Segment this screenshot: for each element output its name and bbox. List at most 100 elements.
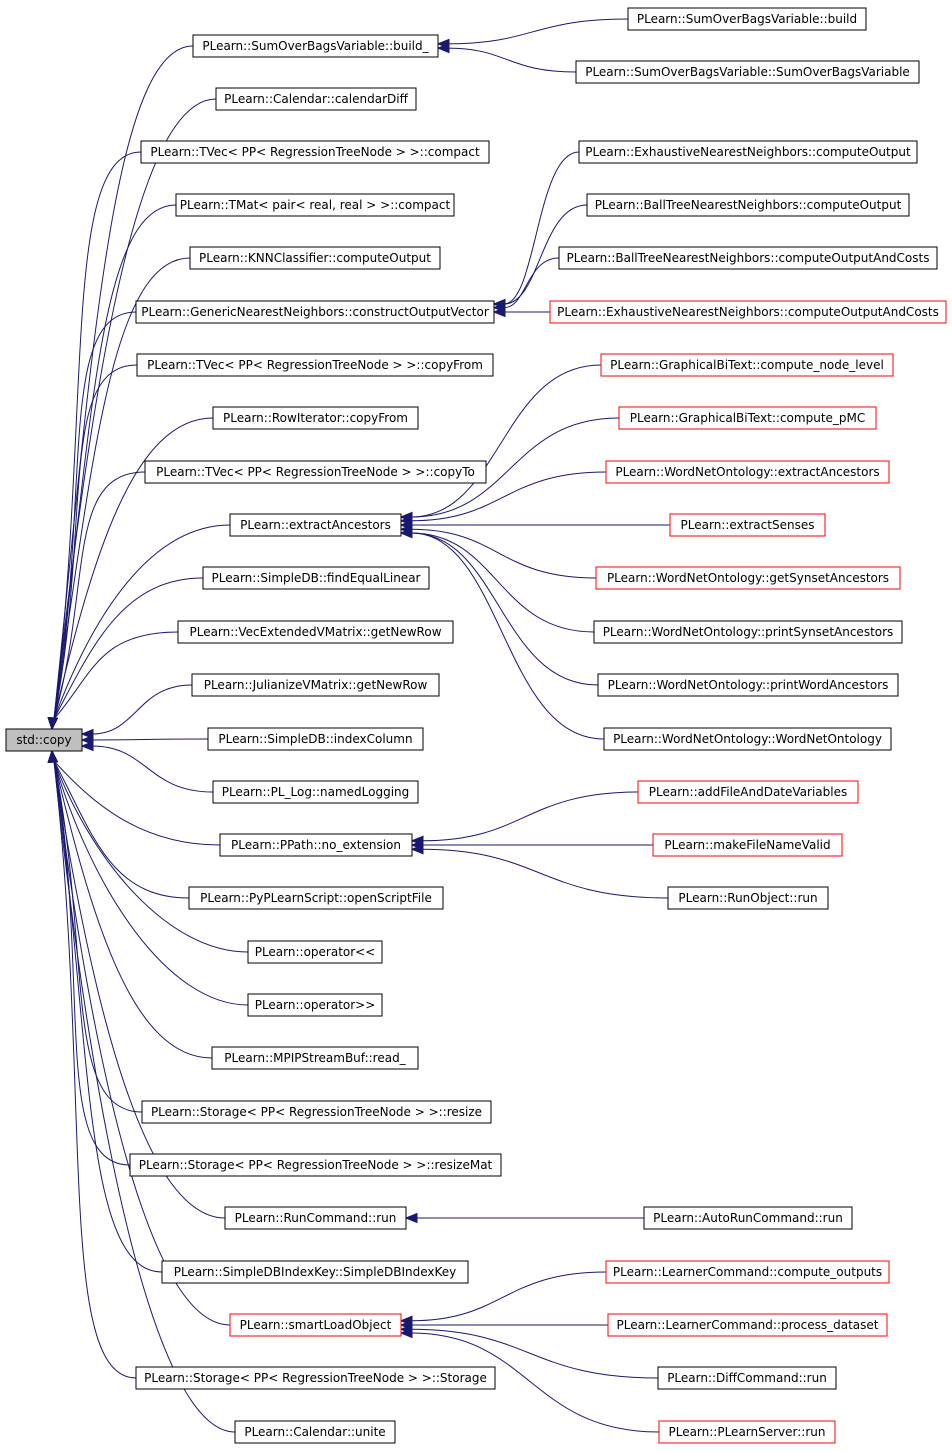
function-node[interactable]: PLearn::extractAncestors (229, 513, 402, 537)
node-box[interactable] (229, 1313, 402, 1337)
function-node[interactable]: PLearn::WordNetOntology::printSynsetAnce… (593, 620, 903, 644)
node-box[interactable] (144, 460, 487, 484)
function-node[interactable]: PLearn::VecExtendedVMatrix::getNewRow (177, 620, 454, 644)
function-node[interactable]: PLearn::TVec< PP< RegressionTreeNode > >… (144, 460, 487, 484)
node-box[interactable] (177, 620, 454, 644)
node-box[interactable] (643, 1206, 853, 1230)
function-node[interactable]: PLearn::TVec< PP< RegressionTreeNode > >… (140, 140, 490, 164)
function-node[interactable]: PLearn::WordNetOntology::getSynsetAncest… (595, 566, 901, 590)
function-node[interactable]: PLearn::WordNetOntology::extractAncestor… (605, 460, 890, 484)
node-box[interactable] (188, 886, 444, 910)
node-box[interactable] (597, 673, 899, 697)
function-node[interactable]: PLearn::PL_Log::namedLogging (212, 780, 419, 804)
function-node[interactable]: PLearn::RowIterator::copyFrom (212, 406, 419, 430)
function-node[interactable]: PLearn::smartLoadObject (229, 1313, 402, 1337)
node-box[interactable] (234, 1420, 396, 1444)
node-box[interactable] (212, 406, 419, 430)
node-box[interactable] (229, 513, 402, 537)
node-box[interactable] (129, 1153, 502, 1177)
node-box[interactable] (247, 993, 383, 1017)
function-node[interactable]: PLearn::RunObject::run (667, 886, 829, 910)
node-box[interactable] (161, 1260, 469, 1284)
node-label: PLearn::JulianizeVMatrix::getNewRow (204, 678, 428, 692)
node-box[interactable] (202, 566, 430, 590)
node-box[interactable] (657, 1366, 837, 1390)
node-box[interactable] (605, 1260, 890, 1284)
node-box[interactable] (549, 300, 947, 324)
function-node[interactable]: PLearn::ExhaustiveNearestNeighbors::comp… (578, 140, 918, 164)
node-box[interactable] (135, 300, 495, 324)
function-node[interactable]: PLearn::LearnerCommand::process_dataset (607, 1313, 888, 1337)
node-box[interactable] (136, 353, 494, 377)
function-node[interactable]: PLearn::AutoRunCommand::run (643, 1206, 853, 1230)
function-node[interactable]: PLearn::Storage< PP< RegressionTreeNode … (129, 1153, 502, 1177)
function-node[interactable]: PLearn::makeFileNameValid (652, 833, 843, 857)
function-node[interactable]: PLearn::WordNetOntology::WordNetOntology (603, 727, 892, 751)
node-box[interactable] (575, 60, 920, 84)
node-box[interactable] (558, 246, 938, 270)
function-node[interactable]: PLearn::Calendar::calendarDiff (215, 87, 417, 111)
function-node[interactable]: PLearn::SimpleDBIndexKey::SimpleDBIndexK… (161, 1260, 469, 1284)
function-node[interactable]: PLearn::SimpleDB::findEqualLinear (202, 566, 430, 590)
node-box[interactable] (191, 673, 440, 697)
node-box[interactable] (586, 193, 910, 217)
function-node[interactable]: PLearn::Storage< PP< RegressionTreeNode … (135, 1366, 496, 1390)
node-box[interactable] (593, 620, 903, 644)
function-node[interactable]: PLearn::LearnerCommand::compute_outputs (605, 1260, 890, 1284)
function-node[interactable]: PLearn::SumOverBagsVariable::build_ (192, 34, 439, 58)
node-box[interactable] (669, 513, 826, 537)
node-box[interactable] (135, 1366, 496, 1390)
node-label: PLearn::WordNetOntology::printWordAncest… (608, 678, 889, 692)
function-node[interactable]: PLearn::PLearnServer::run (658, 1420, 836, 1444)
node-box[interactable] (637, 780, 859, 804)
function-node[interactable]: PLearn::JulianizeVMatrix::getNewRow (191, 673, 440, 697)
function-node[interactable]: PLearn::PPath::no_extension (219, 833, 413, 857)
node-box[interactable] (658, 1420, 836, 1444)
function-node[interactable]: PLearn::SimpleDB::indexColumn (207, 727, 424, 751)
node-box[interactable] (607, 1313, 888, 1337)
node-box[interactable] (141, 1100, 492, 1124)
function-node[interactable]: PLearn::TMat< pair< real, real > >::comp… (175, 193, 455, 217)
node-box[interactable] (140, 140, 490, 164)
node-box[interactable] (212, 780, 419, 804)
node-box[interactable] (215, 87, 417, 111)
node-box[interactable] (247, 940, 383, 964)
function-node[interactable]: PLearn::operator>> (247, 993, 383, 1017)
node-box[interactable] (211, 1046, 419, 1070)
function-node[interactable]: PLearn::SumOverBagsVariable::SumOverBags… (575, 60, 920, 84)
function-node[interactable]: PLearn::extractSenses (669, 513, 826, 537)
node-box[interactable] (175, 193, 455, 217)
function-node[interactable]: PLearn::TVec< PP< RegressionTreeNode > >… (136, 353, 494, 377)
function-node[interactable]: PLearn::Calendar::unite (234, 1420, 396, 1444)
node-box[interactable] (578, 140, 918, 164)
node-box[interactable] (189, 246, 441, 270)
function-node[interactable]: PLearn::PyPLearnScript::openScriptFile (188, 886, 444, 910)
function-node[interactable]: PLearn::WordNetOntology::printWordAncest… (597, 673, 899, 697)
node-box[interactable] (224, 1206, 407, 1230)
function-node[interactable]: PLearn::MPIPStreamBuf::read_ (211, 1046, 419, 1070)
node-box[interactable] (207, 727, 424, 751)
node-box[interactable] (652, 833, 843, 857)
function-node[interactable]: PLearn::operator<< (247, 940, 383, 964)
node-box[interactable] (595, 566, 901, 590)
function-node[interactable]: PLearn::SumOverBagsVariable::build (627, 7, 867, 31)
node-box[interactable] (600, 353, 894, 377)
function-node[interactable]: PLearn::Storage< PP< RegressionTreeNode … (141, 1100, 492, 1124)
node-box[interactable] (603, 727, 892, 751)
function-node[interactable]: PLearn::RunCommand::run (224, 1206, 407, 1230)
function-node[interactable]: PLearn::GraphicalBiText::compute_node_le… (600, 353, 894, 377)
function-node[interactable]: PLearn::BallTreeNearestNeighbors::comput… (558, 246, 938, 270)
function-node[interactable]: PLearn::GenericNearestNeighbors::constru… (135, 300, 495, 324)
function-node[interactable]: PLearn::GraphicalBiText::compute_pMC (618, 406, 877, 430)
function-node[interactable]: PLearn::DiffCommand::run (657, 1366, 837, 1390)
function-node[interactable]: PLearn::addFileAndDateVariables (637, 780, 859, 804)
node-box[interactable] (192, 34, 439, 58)
node-box[interactable] (605, 460, 890, 484)
function-node[interactable]: PLearn::ExhaustiveNearestNeighbors::comp… (549, 300, 947, 324)
node-box[interactable] (618, 406, 877, 430)
function-node[interactable]: PLearn::KNNClassifier::computeOutput (189, 246, 441, 270)
node-box[interactable] (219, 833, 413, 857)
node-box[interactable] (667, 886, 829, 910)
function-node[interactable]: PLearn::BallTreeNearestNeighbors::comput… (586, 193, 910, 217)
node-box[interactable] (627, 7, 867, 31)
